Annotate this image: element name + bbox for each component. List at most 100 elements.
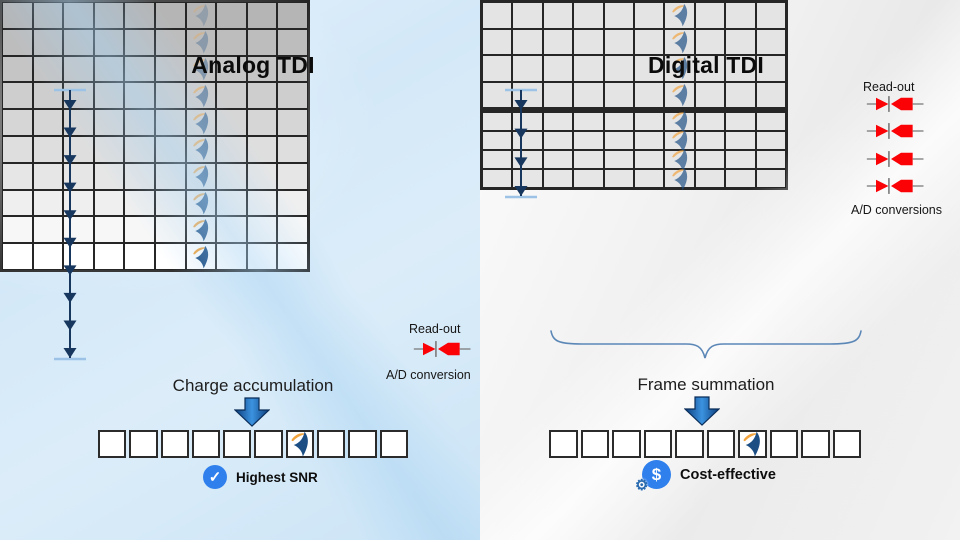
pixel-cell: [755, 150, 786, 169]
pixel-cell: [482, 169, 513, 188]
pixel-cell: [32, 28, 64, 56]
pixel-cell: [348, 430, 377, 458]
adc-diode-icon: [413, 341, 471, 357]
pixel-cell: [675, 430, 704, 458]
pixel-cell: [216, 135, 247, 163]
pixel-cell: [755, 2, 786, 29]
cost-effective-label: Cost-effective: [680, 466, 776, 483]
logo-swoosh-icon: [193, 218, 209, 242]
pixel-cell: [725, 169, 756, 188]
pixel-cell: [573, 131, 604, 150]
pixel-cell: [63, 2, 94, 29]
pixel-cell: [512, 112, 543, 131]
pixel-cell: [755, 81, 786, 108]
pixel-cell: [216, 162, 247, 190]
logo-swoosh-icon: [193, 191, 209, 215]
pixel-cell: [216, 216, 247, 244]
pixel-cell: [246, 135, 278, 163]
pixel-cell: [769, 430, 798, 458]
pixel-cell: [664, 110, 695, 133]
pixel-cell: [580, 430, 609, 458]
pixel-cell: [603, 55, 634, 82]
pixel-cell: [603, 2, 634, 29]
readout-label: Read-out: [863, 80, 915, 94]
pixel-cell: [573, 28, 604, 55]
cost-effective-badge: $ ⚙ Cost-effective: [635, 460, 776, 493]
pixel-cell: [573, 2, 604, 29]
pixel-cell: [725, 55, 756, 82]
logo-swoosh-icon: [193, 84, 209, 108]
pixel-cell: [277, 216, 308, 244]
pixel-cell: [2, 216, 33, 244]
pixel-cell: [124, 216, 155, 244]
pixel-cell: [542, 150, 574, 169]
pixel-cell: [542, 112, 574, 131]
pixel-cell: [98, 430, 127, 458]
pixel-cell: [246, 2, 278, 29]
pixel-cell: [216, 2, 247, 29]
pixel-cell: [603, 131, 634, 150]
pixel-cell: [246, 109, 278, 136]
pixel-cell: [155, 135, 186, 163]
pixel-cell: [755, 55, 786, 82]
pixel-cell: [512, 2, 543, 29]
pixel-cell: [124, 162, 155, 190]
analog-output-row: [98, 430, 408, 458]
pixel-cell: [185, 243, 217, 270]
pixel-cell: [2, 135, 33, 163]
logo-swoosh-icon: [743, 431, 761, 457]
pixel-cell: [633, 131, 665, 150]
logo-swoosh-icon: [193, 4, 209, 27]
logo-swoosh-icon: [671, 167, 687, 190]
pixel-cell: [277, 82, 308, 110]
pixel-cell: [633, 2, 665, 29]
pixel-cell: [694, 131, 726, 150]
pixel-cell: [185, 162, 217, 190]
pixel-cell: [246, 82, 278, 110]
pixel-cell: [612, 430, 641, 458]
pixel-cell: [216, 243, 247, 270]
highest-snr-badge: ✓ Highest SNR: [203, 465, 318, 489]
pixel-cell: [738, 430, 767, 458]
pixel-cell: [2, 243, 33, 270]
check-icon: ✓: [203, 465, 227, 489]
pixel-cell: [725, 150, 756, 169]
pixel-cell: [542, 28, 574, 55]
pixel-cell: [124, 2, 155, 29]
adc-diode-icon: [866, 96, 924, 112]
pixel-cell: [664, 81, 695, 108]
pixel-cell: [542, 131, 574, 150]
pixel-cell: [2, 109, 33, 136]
pixel-cell: [216, 82, 247, 110]
pixel-cell: [512, 55, 543, 82]
pixel-cell: [277, 135, 308, 163]
pixel-cell: [124, 135, 155, 163]
pixel-cell: [254, 430, 283, 458]
pixel-cell: [801, 430, 830, 458]
pixel-cell: [93, 162, 125, 190]
pixel-cell: [603, 81, 634, 108]
pixel-cell: [706, 430, 735, 458]
pixel-cell: [542, 81, 574, 108]
scan-direction-arrow-icon: [54, 88, 86, 361]
pixel-cell: [603, 112, 634, 131]
pixel-cell: [379, 430, 408, 458]
pixel-cell: [755, 28, 786, 55]
pixel-cell: [185, 135, 217, 163]
gear-icon: ⚙: [635, 477, 649, 494]
pixel-cell: [482, 81, 513, 108]
pixel-cell: [725, 131, 756, 150]
charge-accumulation-label: Charge accumulation: [172, 376, 334, 395]
pixel-cell: [542, 169, 574, 188]
pixel-cell: [285, 430, 315, 458]
pixel-cell: [185, 216, 217, 244]
pixel-cell: [246, 162, 278, 190]
logo-swoosh-icon: [671, 83, 687, 107]
pixel-cell: [93, 189, 125, 217]
pixel-cell: [755, 112, 786, 131]
pixel-cell: [93, 216, 125, 244]
pixel-cell: [664, 2, 695, 29]
pixel-cell: [124, 189, 155, 217]
pixel-cell: [549, 430, 578, 458]
pixel-cell: [155, 216, 186, 244]
